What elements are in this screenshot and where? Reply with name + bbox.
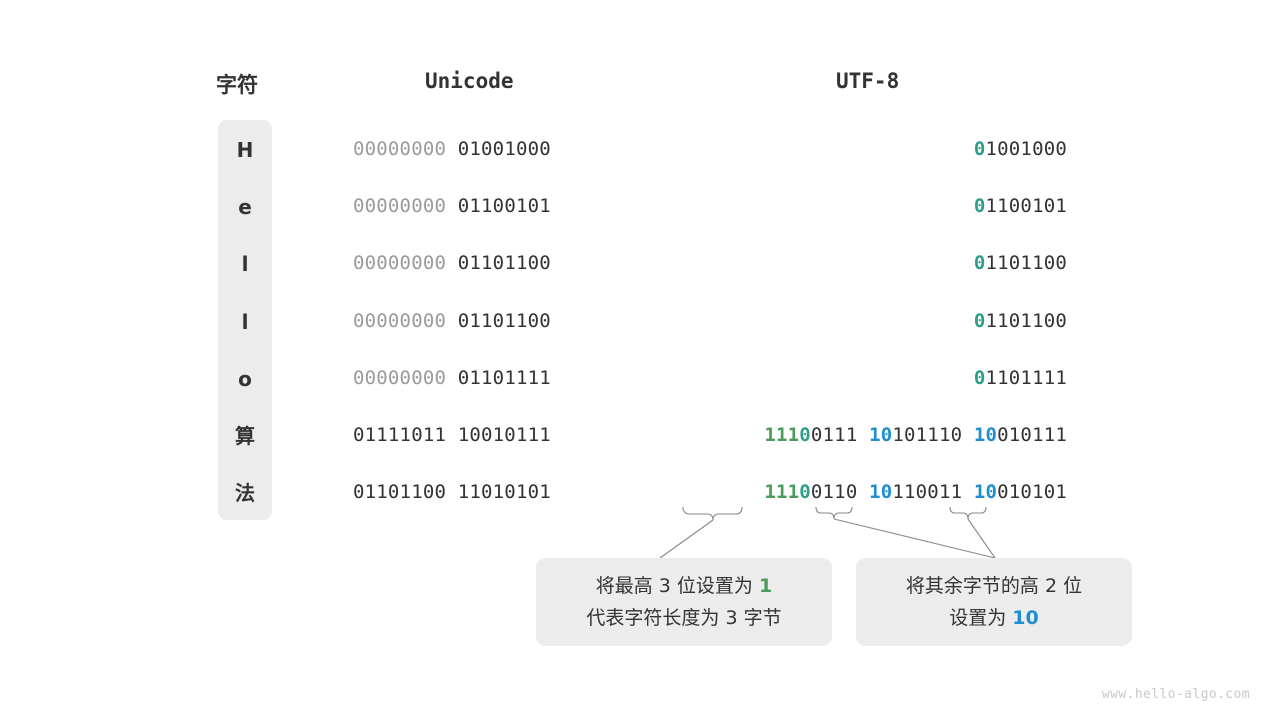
utf8-payload-bits: 101110 [892, 424, 963, 446]
unicode-padding-byte: 00000000 [353, 138, 458, 160]
leader-line-second-byte [833, 518, 996, 559]
utf8-bits: 01101100 [974, 310, 1067, 332]
utf8-prefix-bits: 111 [764, 481, 800, 504]
character-cell: o [238, 366, 252, 391]
unicode-bits: 01101100 11010101 [353, 481, 551, 503]
column-header-utf8: UTF-8 [836, 69, 900, 93]
utf8-bits: 01100101 [974, 195, 1067, 217]
character-column-pill [218, 120, 272, 520]
callout-first-byte-line1: 将最高 3 位设置为 1 [595, 575, 773, 597]
character-cell: H [236, 138, 254, 162]
utf8-prefix-bits: 10 [869, 424, 893, 446]
callout-highlight-value: 1 [758, 575, 773, 597]
utf8-bits: 01101100 [974, 252, 1067, 274]
utf8-payload-bits: 1001000 [985, 138, 1067, 160]
utf8-prefix-bits: 0 [973, 195, 986, 218]
character-cell: 算 [235, 424, 255, 448]
utf8-prefix-bits: 111 [764, 424, 800, 446]
site-watermark: www.hello-algo.com [1101, 687, 1250, 702]
character-cell: l [241, 252, 249, 277]
utf8-prefix-bits: 0 [973, 309, 986, 332]
utf8-bits: 11100111 10101110 10010111 [764, 424, 1067, 446]
unicode-padding-byte: 00000000 [353, 309, 458, 332]
utf8-bits: 01101111 [974, 367, 1067, 389]
unicode-bits: 00000000 01101100 [353, 310, 551, 332]
utf8-prefix-bits: 0 [973, 252, 986, 275]
unicode-padding-byte: 00000000 [353, 252, 458, 275]
utf8-prefix-bits: 0 [973, 138, 986, 160]
callout-continuation-line2: 设置为 10 [949, 607, 1039, 629]
utf8-payload-bits: 010111 [997, 424, 1067, 446]
unicode-code-bits: 01001000 [457, 138, 551, 160]
utf8-payload-bits: 1101111 [985, 366, 1067, 389]
unicode-code-bits: 01101100 11010101 [353, 481, 551, 504]
character-cell: 法 [235, 481, 255, 506]
utf8-bits: 11100110 10110011 10010101 [764, 481, 1067, 503]
utf8-prefix-bits: 10 [973, 424, 998, 446]
column-header-unicode: Unicode [425, 69, 514, 93]
unicode-code-bits: 01101100 [457, 252, 551, 275]
utf8-prefix-bits: 10 [973, 481, 998, 504]
unicode-code-bits: 01100101 [457, 195, 551, 218]
utf8-bits: 01001000 [974, 138, 1067, 160]
utf8-payload-bits: 010101 [997, 481, 1067, 504]
unicode-padding-byte: 00000000 [353, 366, 458, 389]
utf8-payload-bits: 1101100 [985, 252, 1067, 275]
callout-continuation-bytes: 将其余字节的高 2 位 设置为 10 [856, 558, 1132, 646]
utf8-prefix-bits: 0 [973, 366, 986, 389]
column-header-character: 字符 [216, 73, 258, 97]
callout-highlight-value: 10 [1012, 607, 1039, 629]
unicode-code-bits: 01101111 [457, 366, 551, 389]
callout-continuation-line1: 将其余字节的高 2 位 [905, 575, 1083, 597]
utf8-payload-bits: 0110 [810, 481, 858, 504]
unicode-code-bits: 01111011 10010111 [353, 424, 551, 446]
brace-second-byte [815, 506, 853, 520]
utf8-payload-bits: 110011 [892, 481, 963, 504]
utf8-payload-bits: 1100101 [985, 195, 1067, 218]
utf8-prefix-terminator-bit: 0 [799, 481, 811, 504]
brace-third-byte [949, 506, 987, 520]
unicode-padding-byte: 00000000 [353, 195, 458, 218]
unicode-bits: 00000000 01001000 [353, 138, 551, 160]
brace-first-byte [682, 506, 743, 521]
leader-line-third-byte [967, 518, 996, 559]
utf8-payload-bits: 0111 [810, 424, 858, 446]
unicode-bits: 01111011 10010111 [353, 424, 551, 446]
callout-first-byte-line2: 代表字符长度为 3 字节 [586, 607, 782, 629]
leader-line-first-byte [659, 519, 714, 559]
unicode-bits: 00000000 01100101 [353, 195, 551, 217]
callout-first-byte: 将最高 3 位设置为 1 代表字符长度为 3 字节 [536, 558, 832, 646]
utf8-payload-bits: 1101100 [985, 309, 1067, 332]
unicode-code-bits: 01101100 [457, 309, 551, 332]
unicode-bits: 00000000 01101100 [353, 252, 551, 274]
character-cell: l [241, 309, 249, 334]
unicode-bits: 00000000 01101111 [353, 367, 551, 389]
character-cell: e [238, 195, 252, 220]
utf8-prefix-bits: 10 [869, 481, 893, 504]
utf8-prefix-terminator-bit: 0 [799, 424, 811, 446]
